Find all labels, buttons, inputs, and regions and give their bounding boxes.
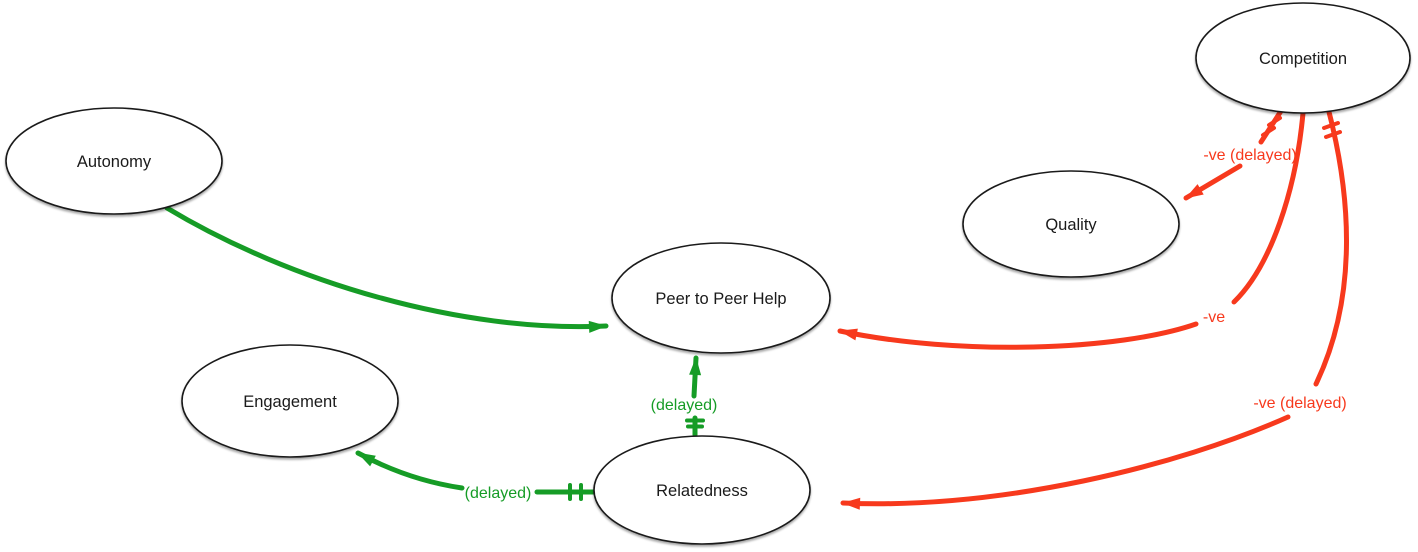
node-ellipse <box>5 107 223 215</box>
edge-autonomy-to-peer-help <box>164 205 609 333</box>
edge-line <box>840 414 1291 510</box>
node-ellipse <box>1195 2 1411 114</box>
delay-mark <box>1324 130 1342 139</box>
edge-line <box>1313 109 1349 387</box>
edge-competition-to-relatedness: -ve (delayed) <box>840 109 1349 510</box>
node-label: Quality <box>1045 216 1097 234</box>
node-ellipse <box>181 344 399 458</box>
edge-label: -ve (delayed) <box>1253 395 1346 412</box>
edge-line <box>1183 163 1243 201</box>
edge-line <box>355 450 465 491</box>
node-autonomy[interactable]: Autonomy <box>5 107 223 215</box>
delay-mark <box>1322 121 1340 130</box>
node-relatedness[interactable]: Relatedness <box>593 435 811 545</box>
node-quality[interactable]: Quality <box>962 170 1180 278</box>
delay-mark <box>1261 126 1276 137</box>
node-label: Engagement <box>243 393 337 411</box>
node-ellipse <box>611 242 831 354</box>
edge-line <box>164 205 609 333</box>
node-ellipse <box>962 170 1180 278</box>
edge-relatedness-to-engagement: (delayed) <box>355 450 597 502</box>
edge-line <box>1231 110 1306 305</box>
node-label: Relatedness <box>656 482 748 500</box>
edge-label: -ve <box>1203 309 1225 326</box>
edge-competition-to-quality: -ve (delayed) <box>1183 108 1297 201</box>
edge-line <box>837 321 1199 350</box>
edge-label: (delayed) <box>651 397 718 414</box>
node-competition[interactable]: Competition <box>1195 2 1411 114</box>
edge-line <box>689 355 702 399</box>
edge-label: (delayed) <box>465 485 532 502</box>
node-engagement[interactable]: Engagement <box>181 344 399 458</box>
node-peer-to-peer-help[interactable]: Peer to Peer Help <box>611 242 831 354</box>
edge-competition-to-peer-help: -ve <box>837 110 1306 350</box>
delay-mark <box>1267 116 1282 127</box>
node-label: Competition <box>1259 50 1347 68</box>
edge-line <box>1258 108 1284 145</box>
edge-relatedness-to-peer-help: (delayed) <box>651 355 718 438</box>
edge-label: -ve (delayed) <box>1203 147 1296 164</box>
node-ellipse <box>593 435 811 545</box>
node-label: Autonomy <box>77 153 152 171</box>
node-label: Peer to Peer Help <box>655 290 786 308</box>
